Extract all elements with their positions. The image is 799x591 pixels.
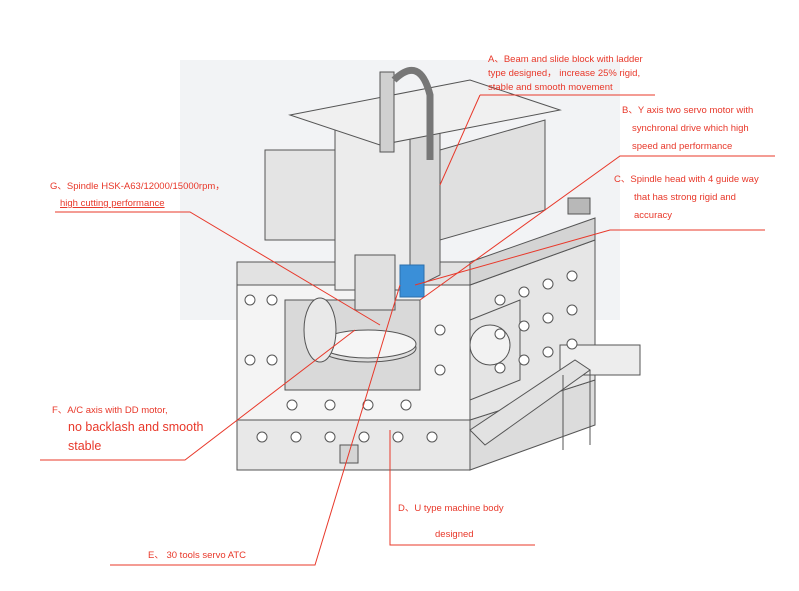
callout-c-line-3: accuracy <box>634 210 673 221</box>
bolt-hole <box>518 354 530 366</box>
bolt-hole <box>256 431 268 443</box>
bolt-hole <box>324 399 336 411</box>
leader-a <box>439 94 481 186</box>
leader-f <box>40 329 356 461</box>
body-holes <box>244 270 578 443</box>
callout-c-line-2: that has strong rigid and <box>634 192 736 203</box>
bolt-hole <box>266 354 278 366</box>
leader-e <box>110 284 401 566</box>
callout-a-line-1: A、Beam and slide block with ladder <box>488 54 643 65</box>
bolt-hole <box>566 304 578 316</box>
bolt-hole <box>566 270 578 282</box>
callout-e-line-1: E、 30 tools servo ATC <box>148 550 247 561</box>
bolt-hole <box>566 338 578 350</box>
callout-f-line-2: no backlash and smooth <box>68 420 204 434</box>
callout-d-line-1: D、U type machine body <box>398 503 504 514</box>
spindle-head <box>354 254 396 311</box>
callout-d-line-2: designed <box>435 529 474 540</box>
callout-b-line-2: synchronal drive which high <box>632 123 749 134</box>
callout-f-line-3: stable <box>68 439 102 453</box>
bolt-hole <box>358 431 370 443</box>
gantry-top <box>288 79 562 146</box>
bolt-hole <box>494 328 506 340</box>
callout-c-line-1: C、Spindle head with 4 guide way <box>614 174 759 185</box>
spindle-column-side <box>409 114 441 291</box>
bolt-hole <box>518 320 530 332</box>
callout-b-line-1: B、Y axis two servo motor with <box>622 105 754 116</box>
callout-b-line-3: speed and performance <box>632 141 733 152</box>
leader-lines <box>40 94 775 566</box>
bolt-hole <box>426 431 438 443</box>
cable-chain-upright <box>379 71 395 153</box>
bolt-hole <box>518 286 530 298</box>
leader-d <box>389 430 535 546</box>
bolt-hole <box>434 324 446 336</box>
cable-chain <box>391 67 434 160</box>
callout-a-line-2: type designed， increase 25% rigid, <box>488 68 641 79</box>
callout-a-line-3: stable and smooth movement <box>488 82 613 93</box>
bolt-hole <box>244 294 256 306</box>
gantry-left <box>264 149 336 241</box>
bolt-hole <box>434 364 446 376</box>
leader-c <box>414 229 765 286</box>
bolt-hole <box>494 362 506 374</box>
bolt-hole <box>542 312 554 324</box>
bolt-hole <box>494 294 506 306</box>
bolt-hole <box>542 278 554 290</box>
callout-g-line-1: G、Spindle HSK-A63/12000/15000rpm， <box>50 181 225 192</box>
bolt-hole <box>400 399 412 411</box>
callout-f-line-1: F、A/C axis with DD motor, <box>52 405 168 416</box>
bolt-hole <box>392 431 404 443</box>
bolt-hole <box>542 346 554 358</box>
bolt-hole <box>362 399 374 411</box>
spindle-highlight <box>399 264 425 298</box>
machine-body <box>236 67 641 471</box>
bolt-hole <box>286 399 298 411</box>
bolt-hole <box>290 431 302 443</box>
bolt-hole <box>266 294 278 306</box>
bolt-hole <box>244 354 256 366</box>
leader-b <box>419 155 775 301</box>
a-axis-disc <box>303 297 337 363</box>
bolt-hole <box>324 431 336 443</box>
y-axis-servo-motor <box>567 197 591 215</box>
callout-g-line-2: high cutting performance <box>60 198 165 209</box>
leader-g <box>55 211 381 326</box>
